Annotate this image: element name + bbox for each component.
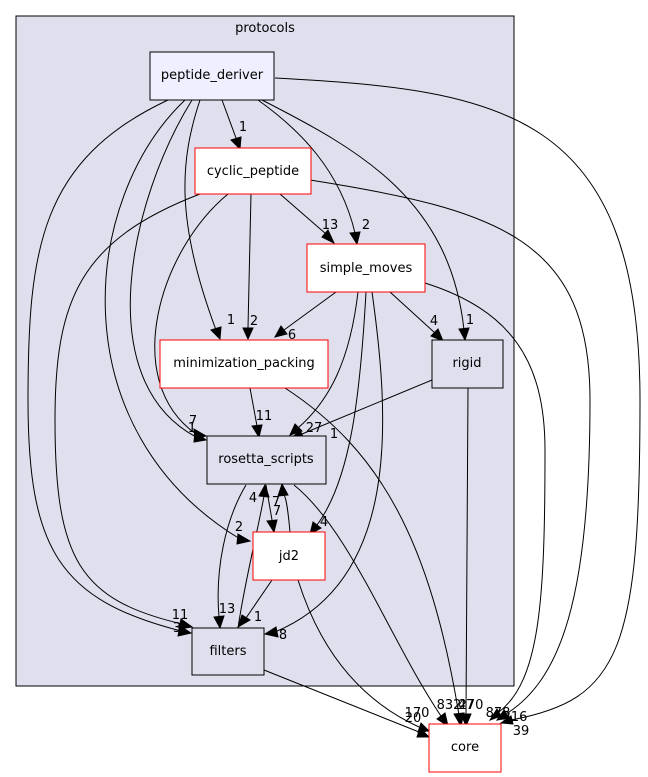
edge-label-sm-jd2: 4: [320, 515, 328, 530]
edge-cyclic-peptide-to-minimization-packing[interactable]: 2: [242, 193, 258, 341]
edge-peptide-deriver-to-core[interactable]: 39: [274, 77, 641, 739]
protocols-cluster-label: protocols: [235, 21, 295, 36]
edge-label-pd-rs: 1: [188, 421, 196, 436]
edge-label-pd-core: 39: [513, 724, 530, 739]
edge-label-sm-rigid: 4: [430, 314, 438, 329]
edge-label-rigid-rs: 1: [330, 427, 338, 442]
edge-simple-moves-to-jd2[interactable]: 4: [309, 291, 367, 535]
edge-label-filters-core: 170: [405, 706, 430, 721]
edge-label-rs-core: 832: [437, 698, 462, 713]
node-label-core: core: [451, 740, 479, 755]
edge-peptide-deriver-to-simple-moves[interactable]: 2: [257, 99, 370, 246]
edge-label-rs-jd2: 7: [273, 504, 281, 519]
edge-rosetta-scripts-to-filters[interactable]: 13: [213, 484, 247, 630]
node-label-peptide-deriver: peptide_deriver: [161, 68, 264, 83]
edge-filters-to-rosetta-scripts[interactable]: 4: [237, 483, 270, 629]
node-simple-moves[interactable]: simple_moves: [306, 243, 426, 293]
edge-filters-to-core[interactable]: 170: [263, 669, 431, 738]
edge-label-sm-filters: 8: [279, 628, 287, 643]
edge-label-rs-filters: 13: [219, 602, 236, 617]
edge-label-pd-filters: 3: [173, 621, 181, 636]
edge-label-cp-filters: 11: [172, 608, 189, 623]
edge-simple-moves-to-rigid[interactable]: 4: [389, 291, 444, 342]
edge-label-filters-rs: 4: [249, 491, 257, 506]
edge-peptide-deriver-to-rigid[interactable]: 1: [261, 99, 474, 342]
edge-simple-moves-to-core[interactable]: 878: [424, 282, 546, 721]
edge-label-pd-mp: 1: [227, 313, 235, 328]
node-label-filters: filters: [209, 644, 246, 659]
edge-jd2-to-rosetta-scripts[interactable]: 7: [272, 482, 291, 533]
node-label-simple-moves: simple_moves: [320, 261, 413, 276]
edge-label-pd-cp: 1: [239, 120, 247, 135]
edge-label-sm-core: 878: [486, 706, 511, 721]
edge-peptide-deriver-to-jd2[interactable]: 2: [104, 99, 252, 545]
node-label-rosetta-scripts: rosetta_scripts: [218, 452, 314, 467]
edge-label-jd2-rs: 7: [272, 495, 280, 510]
node-label-rigid: rigid: [452, 356, 481, 371]
edge-label-cp-core: 316: [503, 710, 528, 725]
node-peptide-deriver[interactable]: peptide_deriver: [149, 51, 275, 101]
edge-cyclic-peptide-to-filters[interactable]: 11: [54, 193, 201, 630]
edge-cyclic-peptide-to-core[interactable]: 316: [309, 179, 591, 725]
node-jd2[interactable]: jd2: [252, 531, 326, 581]
edge-simple-moves-to-minimization-packing[interactable]: 6: [274, 291, 337, 343]
edge-label-cp-sm: 13: [322, 218, 339, 233]
edge-label-pd-rigid: 1: [466, 313, 474, 328]
edge-jd2-to-filters[interactable]: 1: [237, 579, 273, 629]
edge-label-pd-sm: 2: [362, 218, 370, 233]
edge-label-cp-rs: 7: [189, 414, 197, 429]
node-cyclic-peptide[interactable]: cyclic_peptide: [194, 147, 312, 195]
edge-cyclic-peptide-to-rosetta-scripts[interactable]: 7: [154, 193, 229, 440]
edge-label-mp-rs: 11: [256, 409, 273, 424]
node-rosetta-scripts[interactable]: rosetta_scripts: [206, 435, 327, 485]
edge-cyclic-peptide-to-simple-moves[interactable]: 13: [279, 193, 339, 245]
edge-label-sm-mp: 6: [288, 328, 296, 343]
edge-label-cp-mp: 2: [250, 314, 258, 329]
node-label-cyclic-peptide: cyclic_peptide: [207, 164, 299, 179]
edge-minimization-packing-to-rosetta-scripts[interactable]: 11: [249, 387, 273, 439]
node-label-minimization-packing: minimization_packing: [173, 356, 315, 371]
node-rigid[interactable]: rigid: [431, 339, 504, 389]
edge-label-pd-jd2: 2: [235, 520, 243, 535]
node-filters[interactable]: filters: [191, 627, 265, 676]
edge-label-jd2-filters: 1: [254, 610, 262, 625]
edge-peptide-deriver-to-minimization-packing[interactable]: 1: [184, 99, 235, 341]
edge-label-jd2-core: 20: [405, 711, 422, 726]
node-label-jd2: jd2: [278, 549, 299, 564]
edge-peptide-deriver-to-cyclic-peptide[interactable]: 1: [221, 99, 247, 151]
edge-simple-moves-to-filters[interactable]: 8: [263, 291, 384, 643]
edge-rosetta-scripts-to-core[interactable]: 832: [293, 484, 462, 728]
edge-label-rigid-core: 47: [458, 698, 475, 713]
edge-rigid-to-core[interactable]: 47: [458, 387, 475, 728]
node-core[interactable]: core: [428, 723, 502, 773]
edge-label-mp-core: 270: [459, 698, 484, 713]
node-minimization-packing[interactable]: minimization_packing: [159, 339, 329, 389]
